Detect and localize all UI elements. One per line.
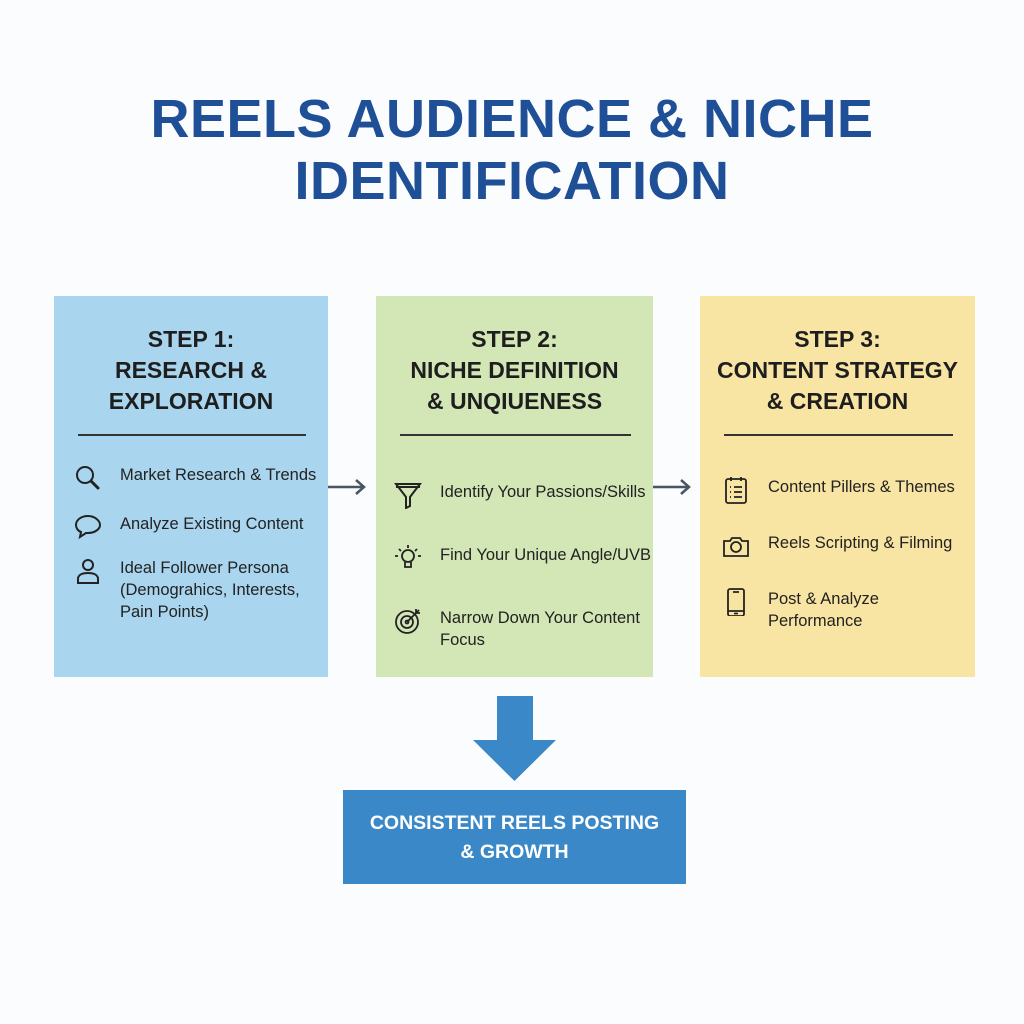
step-label: STEP 3:: [794, 326, 881, 352]
outcome-box: CONSISTENT REELS POSTING & GROWTH: [343, 790, 686, 884]
step-2-panel: STEP 2: NICHE DEFINITION & UNQIUENESS Iden…: [376, 296, 653, 677]
arrow-down-icon: [473, 696, 556, 781]
list-item: Find Your Unique Angle/UVB: [394, 544, 651, 572]
list-item: Identify Your Passions/Skills: [394, 481, 645, 509]
arrow-right-icon: [653, 479, 691, 495]
target-icon: [395, 609, 420, 634]
camera-icon: [723, 537, 749, 557]
item-text: Market Research & Trends: [120, 466, 317, 484]
item-text: Post & Analyze Performance: [768, 590, 879, 630]
funnel-icon: [394, 483, 422, 509]
divider: [724, 434, 953, 436]
list-item: Analyze Existing Content: [74, 513, 303, 541]
list-item: Reels Scripting & Filming: [722, 532, 952, 560]
list-item: Ideal Follower Persona (Demograhics, Int…: [74, 557, 314, 623]
step-title-line: & CREATION: [766, 388, 909, 414]
step-label: STEP 1:: [147, 326, 235, 352]
clipboard-list-icon: [725, 477, 747, 504]
page-title: REELS AUDIENCE & NICHE IDENTIFICATION: [150, 89, 874, 211]
list-item: Narrow Down Your Content Focus: [394, 607, 653, 651]
item-text: Identify Your Passions/Skills: [440, 483, 646, 501]
item-text: Find Your Unique Angle/UVB: [440, 546, 651, 564]
person-icon: [77, 559, 99, 584]
step-3-panel: STEP 3: CONTENT STRATEGY & CREATION Conten…: [700, 296, 975, 677]
list-item: Content Pillers & Themes: [722, 476, 955, 504]
item-text: Reels Scripting & Filming: [768, 534, 953, 552]
step-label: STEP 2:: [471, 326, 558, 352]
arrow-right-icon: [328, 479, 366, 495]
divider: [78, 434, 306, 436]
step-title-line: & UNQIUENESS: [426, 388, 603, 414]
step-1-panel: STEP 1: RESEARCH & EXPLORATION Market Rese…: [54, 296, 328, 677]
search-icon: [76, 466, 100, 490]
step-title-line: NICHE DEFINITION: [410, 357, 619, 383]
step-title-line: CONTENT STRATEGY: [716, 357, 959, 383]
list-item: Market Research & Trends: [74, 464, 316, 492]
list-item: Post & Analyze Performance: [722, 588, 975, 632]
smartphone-icon: [727, 588, 745, 616]
step-title-line: EXPLORATION: [108, 388, 274, 414]
divider: [400, 434, 631, 436]
item-text: Content Pillers & Themes: [768, 478, 955, 496]
step-title-line: RESEARCH &: [114, 357, 268, 383]
item-text: Narrow Down Your Content Focus: [440, 609, 640, 649]
speech-bubble-icon: [74, 514, 102, 540]
item-text: Analyze Existing Content: [120, 515, 304, 533]
item-text: Ideal Follower Persona (Demograhics, Int…: [120, 559, 300, 621]
lightbulb-icon: [395, 545, 421, 568]
